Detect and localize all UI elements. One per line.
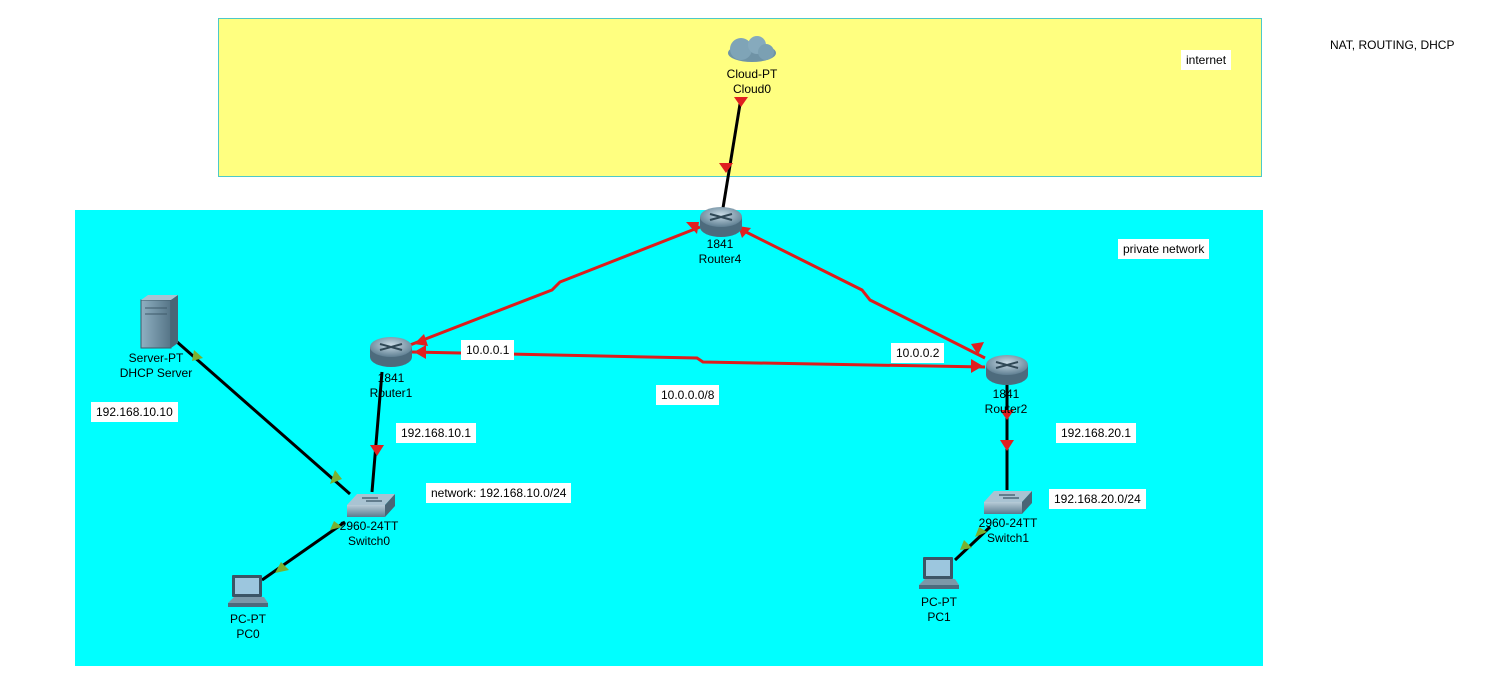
- cable-server-switch0[interactable]: [167, 332, 351, 496]
- link-down-marker: [686, 222, 699, 234]
- switch1-icon[interactable]: [984, 491, 1032, 514]
- pc1-icon[interactable]: [919, 557, 959, 589]
- router2-lan-ip-note: 192.168.20.1: [1056, 423, 1137, 443]
- router4-label: 1841 Router4: [699, 237, 742, 267]
- link-down-marker: [1000, 440, 1014, 451]
- router2-name: Router2: [984, 402, 1028, 416]
- switch0-name: Switch0: [347, 534, 391, 548]
- router1-icon[interactable]: [370, 337, 412, 367]
- cloud-icon[interactable]: [728, 36, 776, 62]
- router1-label: 1841 Router1: [370, 371, 413, 401]
- server-label: Server-PT DHCP Server: [120, 351, 192, 381]
- cloud-model: Cloud-PT: [726, 67, 778, 81]
- link-down-marker: [1000, 410, 1014, 420]
- router2-serial-ip-note: 10.0.0.2: [891, 343, 945, 363]
- cable-router1-switch0[interactable]: [370, 371, 384, 493]
- pc0-label: PC-PT PC0: [230, 612, 266, 642]
- link-up-marker: [975, 527, 987, 537]
- server-icon[interactable]: [140, 295, 178, 349]
- link-up-marker: [192, 350, 203, 361]
- switch0-icon[interactable]: [347, 494, 395, 517]
- link-up-marker: [960, 540, 972, 550]
- pc0-icon[interactable]: [228, 575, 268, 607]
- link-down-marker: [734, 97, 748, 107]
- topology-note: NAT, ROUTING, DHCP: [1325, 35, 1460, 55]
- link-down-marker: [370, 445, 384, 456]
- server-model: Server-PT: [128, 351, 184, 365]
- switch1-model: 2960-24TT: [978, 516, 1038, 530]
- link-up-marker: [275, 562, 289, 573]
- router1-serial-ip-note: 10.0.0.1: [461, 340, 515, 360]
- pc0-model: PC-PT: [230, 612, 266, 626]
- pc1-model: PC-PT: [921, 595, 957, 609]
- server-name: DHCP Server: [119, 366, 193, 380]
- link-up-marker: [330, 521, 342, 530]
- router2-model: 1841: [992, 387, 1020, 401]
- router1-lan-ip-note: 192.168.10.1: [396, 423, 477, 443]
- switch1-name: Switch1: [986, 531, 1030, 545]
- router4-model: 1841: [706, 237, 734, 251]
- private-network-label: private network: [1118, 239, 1210, 259]
- lan1-network-note: network: 192.168.10.0/24: [426, 483, 572, 503]
- link-down-marker: [971, 342, 984, 355]
- server-ip-note: 192.168.10.10: [91, 402, 178, 422]
- internet-area-label: internet: [1181, 50, 1232, 70]
- link-status-markers-up: [192, 350, 987, 573]
- router4-name: Router4: [698, 252, 742, 266]
- link-up-marker: [330, 470, 342, 484]
- switch0-label: 2960-24TT Switch0: [340, 519, 399, 549]
- pc1-label: PC-PT PC1: [921, 595, 957, 625]
- switch1-label: 2960-24TT Switch1: [979, 516, 1038, 546]
- switch0-model: 2960-24TT: [339, 519, 399, 533]
- lan2-network-note: 192.168.20.0/24: [1049, 489, 1146, 509]
- router1-model: 1841: [377, 371, 405, 385]
- cable-switch0-pc0[interactable]: [261, 520, 346, 582]
- link-down-marker: [414, 345, 426, 359]
- router1-name: Router1: [369, 386, 413, 400]
- link-down-marker: [719, 163, 733, 173]
- serial-network-note: 10.0.0.0/8: [656, 385, 720, 405]
- cloud-label: Cloud-PT Cloud0: [727, 67, 778, 97]
- serial-link-router4-router1[interactable]: [409, 225, 701, 347]
- serial-link-router4-router2[interactable]: [737, 226, 986, 360]
- router2-label: 1841 Router2: [985, 387, 1028, 417]
- link-down-marker: [971, 359, 983, 373]
- router2-icon[interactable]: [986, 355, 1028, 385]
- pc0-name: PC0: [236, 627, 260, 641]
- link-status-markers-down: [370, 97, 1014, 456]
- cable-cloud-router4[interactable]: [721, 97, 743, 209]
- serial-link-router1-router2[interactable]: [411, 350, 986, 369]
- router4-icon[interactable]: [700, 207, 742, 237]
- link-down-marker: [414, 334, 428, 346]
- cloud-name: Cloud0: [732, 82, 772, 96]
- pc1-name: PC1: [927, 610, 951, 624]
